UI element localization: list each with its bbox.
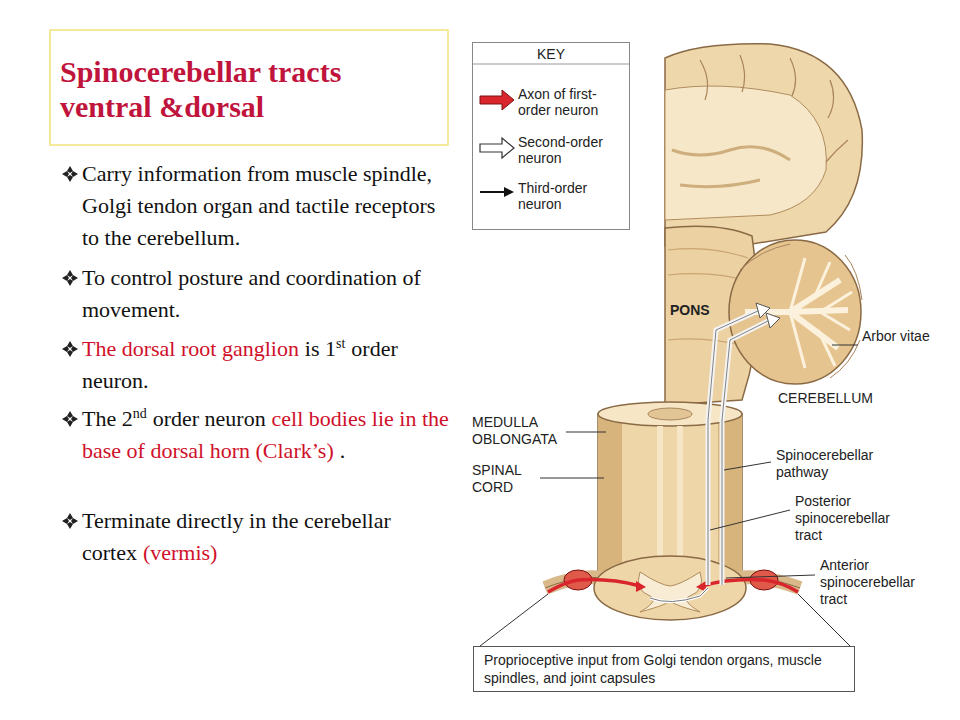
key-heading: KEY [473, 46, 629, 62]
key-samples [472, 64, 630, 197]
legend-text: Second-order neuron [518, 134, 626, 166]
input-text: Proprioceptive input from Golgi tendon o… [484, 651, 844, 687]
structure-label: PONS [670, 302, 750, 319]
structure-label: Spinocerebellar pathway [776, 447, 896, 481]
input-box: Proprioceptive input from Golgi tendon o… [473, 646, 855, 692]
title-frame [50, 30, 448, 145]
bullet-segment: order neuron [153, 406, 266, 431]
slide-title: Spinocerebellar tracts ventral &dorsal [60, 54, 405, 124]
bullet-text: Carry information from muscle spindle, G… [82, 158, 454, 254]
structure-label: MEDULLA OBLONGATA [472, 414, 572, 448]
bullet-segment: The dorsal root ganglion [82, 336, 299, 361]
cerebrum-drawing [665, 44, 862, 246]
bullet-marker [61, 340, 79, 358]
bullet-text: To control posture and coordination of m… [82, 262, 454, 326]
title-box: Spinocerebellar tracts ventral &dorsal [50, 30, 448, 145]
legend-text: Axon of first-order neuron [518, 86, 626, 118]
bullet-segment: To control posture and coordination of m… [82, 265, 421, 322]
cerebellum-drawing [729, 240, 862, 384]
bullet-segment: . [340, 438, 346, 463]
bullet-marker [61, 269, 79, 287]
superscript: nd [133, 406, 147, 421]
structure-label: Posterior spinocerebellar tract [795, 493, 913, 544]
structure-label: SPINAL CORD [472, 462, 542, 496]
bullet-segment: Carry information from muscle spindle, G… [82, 161, 435, 250]
bullet-segment: Terminate directly in the cerebellar cor… [82, 508, 391, 565]
bullet-segment: is 1 [305, 336, 336, 361]
bullet-segment: The 2 [82, 406, 133, 431]
structure-label: CEREBELLUM [778, 390, 898, 407]
bullet-text: Terminate directly in the cerebellar cor… [82, 505, 454, 569]
bullet-marker [61, 165, 79, 183]
bullet-marker [61, 410, 79, 428]
spinocerebellar-tracts [708, 303, 780, 585]
superscript: st [336, 336, 345, 351]
bullet-text: The dorsal root ganglionis 1storder neur… [82, 333, 454, 397]
structure-label: Arbor vitae [862, 328, 942, 345]
bullet-marker [61, 512, 79, 530]
bullet-segment: (vermis) [143, 540, 218, 565]
structure-label: Anterior spinocerebellar tract [820, 557, 938, 608]
legend-text: Third-order neuron [518, 180, 626, 212]
bullet-text: The 2ndorder neuroncell bodies lie in th… [82, 403, 454, 467]
spinal-cord-drawing [545, 402, 800, 620]
